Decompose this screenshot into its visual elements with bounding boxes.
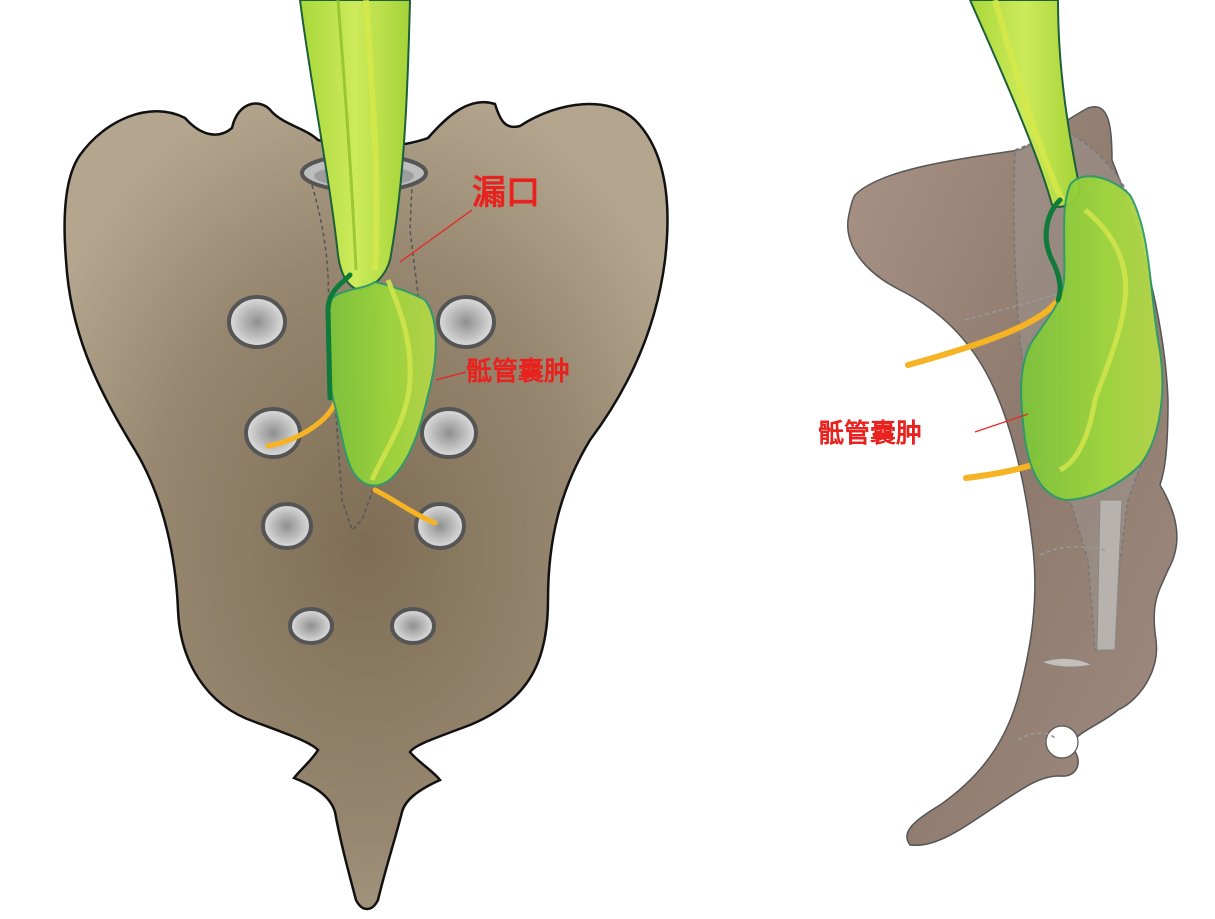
lateral-view: 骶管囊肿 bbox=[818, 0, 1178, 847]
foramen bbox=[261, 502, 313, 550]
cyst-edge-dark bbox=[325, 272, 353, 401]
sacral-cyst-lateral bbox=[1020, 175, 1164, 502]
cyst-edge-dark-lateral bbox=[1043, 197, 1063, 303]
canal-core-lateral bbox=[1096, 499, 1123, 651]
label-cyst-lateral: 骶管囊肿 bbox=[818, 419, 922, 449]
filum-posterior bbox=[369, 279, 413, 481]
coccyx-notch bbox=[1045, 725, 1079, 759]
leader-cyst-posterior bbox=[435, 371, 467, 381]
foramen bbox=[420, 407, 478, 459]
sac-crease bbox=[336, 0, 358, 271]
foramen bbox=[244, 407, 302, 459]
foramen bbox=[288, 607, 334, 645]
nerve-root-left bbox=[265, 397, 339, 449]
foramen bbox=[436, 295, 496, 349]
sac-highlight-lateral bbox=[992, 0, 1065, 202]
sac-highlight bbox=[363, 0, 380, 271]
label-fistula: 漏口 bbox=[472, 173, 540, 213]
foramen bbox=[227, 295, 287, 349]
segment-line-3 bbox=[1017, 732, 1056, 741]
nerve-root-upper-lateral bbox=[905, 297, 1061, 368]
segment-slit bbox=[1040, 657, 1094, 668]
sacral-foramina-posterior bbox=[227, 295, 496, 645]
foramen bbox=[414, 502, 466, 550]
leader-fistula bbox=[399, 209, 473, 263]
foramen bbox=[390, 607, 436, 645]
nerve-root-right bbox=[372, 487, 438, 526]
label-cyst-posterior: 骶管囊肿 bbox=[466, 357, 570, 387]
leader-cyst-lateral bbox=[974, 413, 1029, 433]
posterior-view: 漏口 骶管囊肿 bbox=[63, 0, 669, 911]
filum-lateral bbox=[1058, 208, 1129, 473]
segment-line-1 bbox=[964, 291, 1066, 321]
